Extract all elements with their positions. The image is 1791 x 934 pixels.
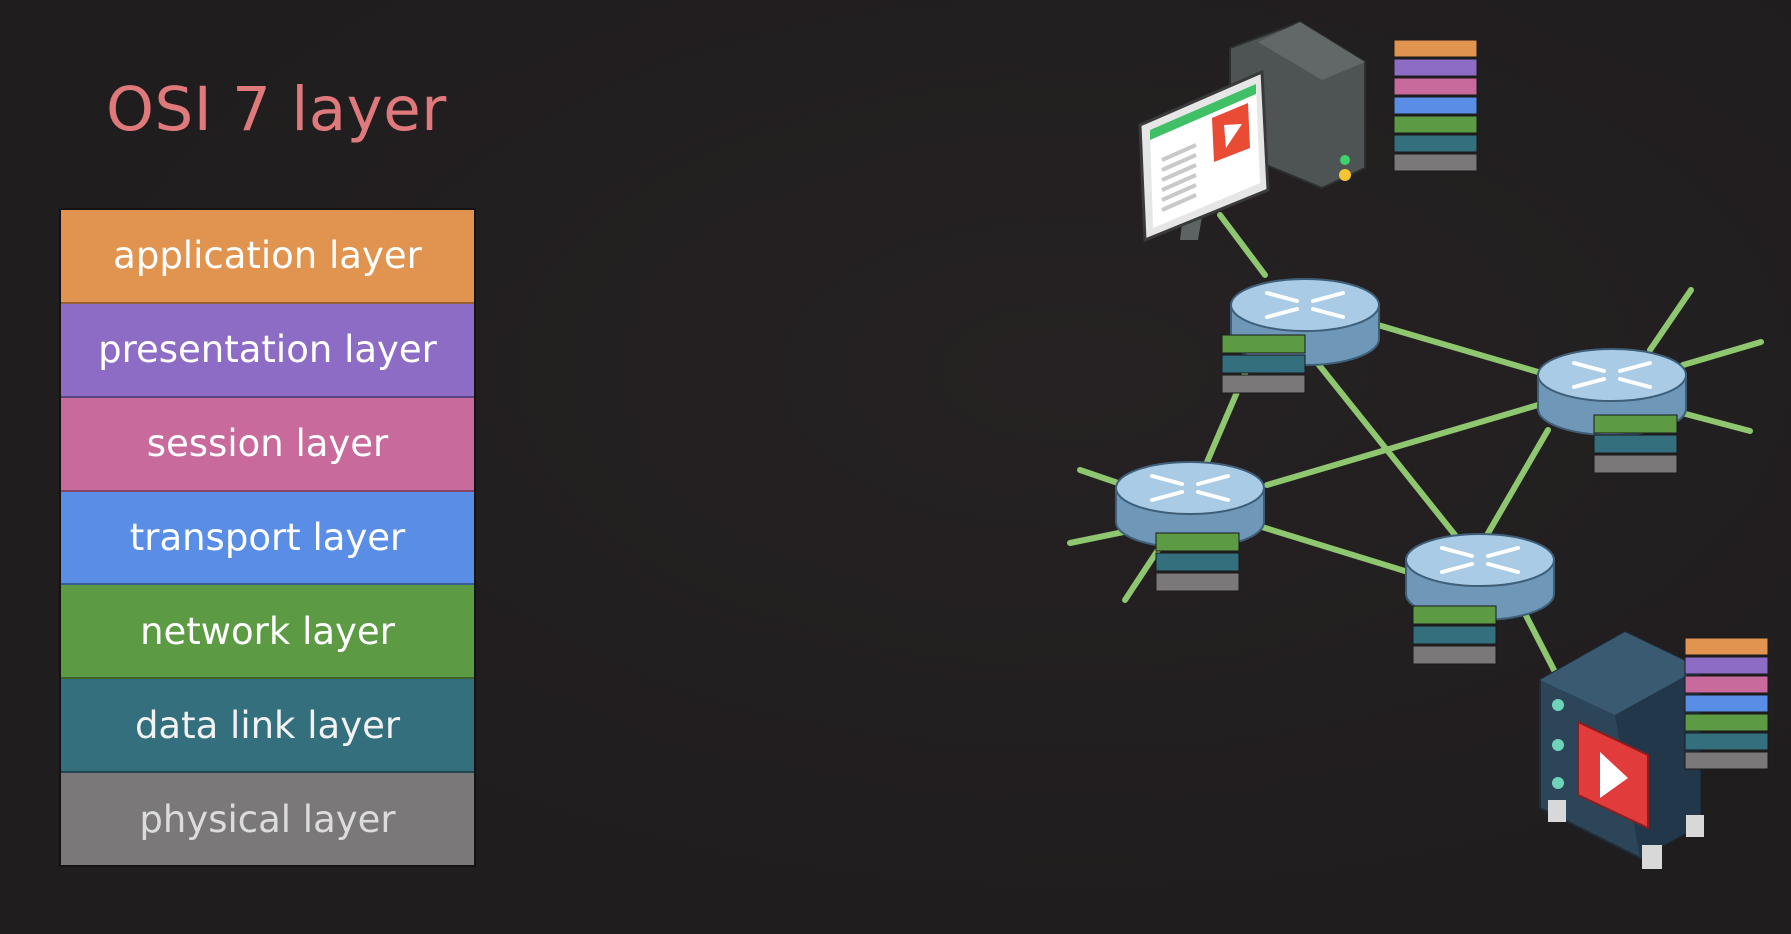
layer-stack-block [1412,645,1497,665]
router-right [1537,348,1687,436]
server-layer-stack [1684,637,1769,770]
client-computer-icon [1138,20,1366,243]
layer-stack-block [1393,96,1478,115]
osi-layer-stack: application layer presentation layer ses… [59,208,476,867]
layer-stack-block [1684,675,1769,694]
layer-stack-block [1393,134,1478,153]
router-icon [1537,348,1687,402]
video-server-icon [1539,630,1704,869]
layer-stack-block [1393,115,1478,134]
play-icon [1224,124,1242,148]
router-left-stack [1155,532,1240,592]
layer-stack-block [1393,77,1478,96]
layer-presentation: presentation layer [61,303,474,398]
layer-stack-block [1684,751,1769,770]
router-icon [1115,461,1265,515]
layer-stack-block [1412,605,1497,625]
network-link [1680,339,1764,368]
layer-stack-block [1393,153,1478,172]
layer-physical: physical layer [61,773,474,866]
layer-stack-block [1684,694,1769,713]
layer-stack-block [1412,625,1497,645]
layer-stack-block [1684,713,1769,732]
layer-transport: transport layer [61,491,474,586]
layer-stack-block [1684,637,1769,656]
layer-stack-block [1684,656,1769,675]
play-icon [1600,752,1628,798]
network-link [1259,524,1411,575]
router-icon [1405,533,1555,587]
network-link [1217,212,1268,278]
slide-title: OSI 7 layer [106,74,447,145]
layer-stack-block [1221,374,1306,394]
layer-stack-block [1155,532,1240,552]
layer-stack-block [1593,414,1678,434]
router-bottom-stack [1412,605,1497,665]
router-bottom [1405,533,1555,621]
layer-application: application layer [61,210,474,304]
router-right-stack [1593,414,1678,474]
network-link [1375,322,1541,375]
router-top-stack [1221,334,1306,394]
layer-session: session layer [61,397,474,492]
layer-stack-block [1221,354,1306,374]
layer-stack-block [1221,334,1306,354]
layer-stack-block [1155,572,1240,592]
network-link [1484,427,1551,538]
network-link [1122,547,1161,603]
network-link [1679,410,1753,434]
layer-stack-block [1684,732,1769,751]
router-icon [1230,278,1380,332]
layer-stack-block [1593,454,1678,474]
client-layer-stack [1393,39,1478,172]
layer-stack-block [1155,552,1240,572]
layer-stack-block [1393,39,1478,58]
network-link [1647,287,1694,353]
layer-network: network layer [61,585,474,680]
layer-data-link: data link layer [61,679,474,774]
network-link [1077,467,1121,486]
layer-stack-block [1593,434,1678,454]
network-link [1264,402,1541,488]
layer-stack-block [1393,58,1478,77]
